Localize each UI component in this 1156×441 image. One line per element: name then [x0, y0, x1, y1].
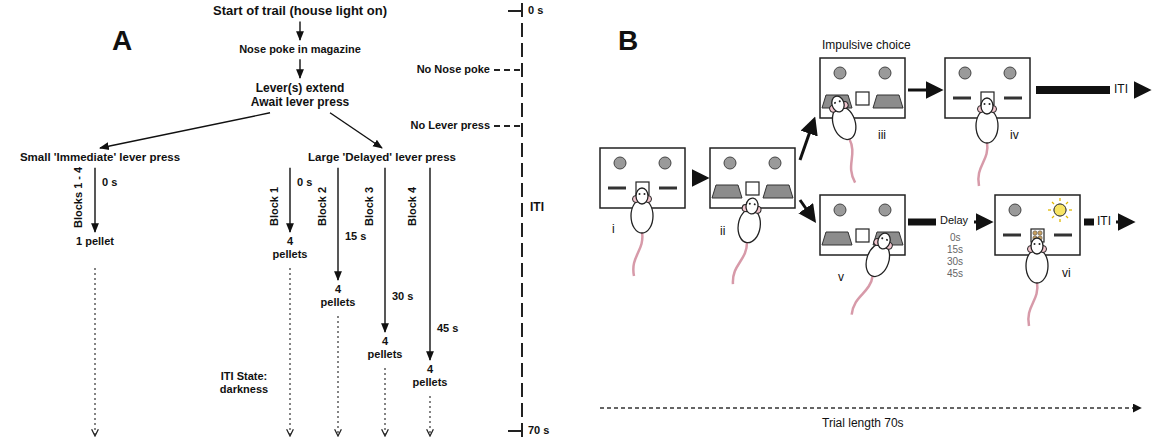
- time-mark: 0 s: [528, 4, 543, 17]
- step-text: Small 'Immediate' lever press: [20, 151, 180, 165]
- flow-arrow: [94, 168, 95, 232]
- step-text: 4 pellets: [317, 283, 359, 309]
- delay-value: 0s: [950, 232, 961, 244]
- panel-letter: B: [618, 24, 638, 58]
- step-text: 4 pellets: [409, 363, 451, 389]
- flow-arrow: [429, 168, 430, 360]
- flow-step: Lever(s) extend Await lever press: [239, 80, 361, 111]
- operant-chamber: [945, 58, 1030, 186]
- flow-step: Large 'Delayed' lever press: [306, 150, 458, 166]
- flow-step: 4 pellets: [315, 282, 361, 310]
- operant-chamber: [820, 195, 905, 320]
- step-numeral: ii: [720, 224, 725, 238]
- flow-step: Nose poke in magazine: [237, 42, 363, 57]
- step-text: Start of trail (house light on): [213, 3, 387, 19]
- flow-step: Small 'Immediate' lever press: [18, 150, 182, 166]
- phase-label: Impulsive choice: [822, 38, 911, 52]
- flow-arrow: [289, 168, 290, 232]
- step-text: Lever(s) extend Await lever press: [241, 81, 359, 110]
- operant-chamber: [820, 58, 905, 183]
- panel-letter: A: [112, 24, 132, 58]
- delay-value: 15s: [947, 244, 963, 256]
- flow-step: 4 pellets: [362, 334, 408, 362]
- flow-step: 4 pellets: [267, 234, 313, 262]
- phase-label: ITI: [1114, 82, 1128, 96]
- step-text: 1 pellet: [74, 235, 116, 248]
- phase-label: ITI: [1097, 214, 1111, 228]
- block-label: Block 1: [268, 187, 281, 226]
- timeline: [494, 3, 522, 438]
- flow-arrow: [100, 113, 270, 148]
- flow-arrows: [692, 90, 1148, 222]
- delay-value: 30s: [947, 256, 963, 268]
- step-text: Nose poke in magazine: [239, 43, 361, 56]
- flow-arrow: [337, 168, 338, 280]
- step-numeral: iii: [878, 128, 886, 142]
- delay-label: 0 s: [101, 176, 118, 188]
- flow-step: Start of trail (house light on): [211, 2, 389, 20]
- timeline-note: ITI: [530, 200, 544, 214]
- step-numeral: iv: [1010, 128, 1019, 142]
- cue-light: [1054, 204, 1066, 216]
- step-numeral: i: [612, 222, 615, 236]
- delay-label: 0 s: [296, 176, 313, 188]
- iti-dotted-lines: [95, 268, 430, 436]
- light-rays: [1048, 198, 1072, 222]
- time-mark: 70 s: [528, 424, 549, 437]
- trial-length-arrow: [600, 408, 1140, 409]
- step-text: 4 pellets: [269, 235, 311, 261]
- flow-step: 1 pellet: [72, 234, 118, 249]
- time-bars: [908, 90, 1110, 222]
- delay-label: 45 s: [436, 322, 459, 334]
- axis-label: Trial length 70s: [822, 416, 904, 430]
- step-text: 4 pellets: [364, 335, 406, 361]
- operant-chamber: [710, 148, 795, 287]
- step-text: Large 'Delayed' lever press: [308, 151, 456, 165]
- flow-arrow: [299, 59, 300, 78]
- delay-label: 30 s: [391, 290, 414, 302]
- flow-step: 4 pellets: [407, 362, 453, 390]
- flow-arrow: [384, 168, 385, 332]
- iti-state-note: ITI State: darkness: [205, 370, 283, 396]
- delay-value: 45s: [947, 268, 963, 280]
- block-label: Block 2: [316, 187, 329, 226]
- timeline-note: No Nose poke: [417, 63, 490, 76]
- block-label: Blocks 1 - 4: [72, 167, 85, 228]
- step-numeral: v: [838, 270, 844, 284]
- step-numeral: vi: [1062, 266, 1071, 280]
- operant-chamber: [600, 148, 685, 276]
- delay-label: 15 s: [344, 230, 367, 242]
- flow-arrow: [330, 113, 382, 148]
- block-label: Block 3: [363, 187, 376, 226]
- timeline-note: No Lever press: [411, 119, 490, 132]
- operant-chamber: [995, 195, 1080, 326]
- flow-arrow: [299, 22, 300, 40]
- block-label: Block 4: [406, 187, 419, 226]
- phase-label: Delay: [940, 214, 968, 227]
